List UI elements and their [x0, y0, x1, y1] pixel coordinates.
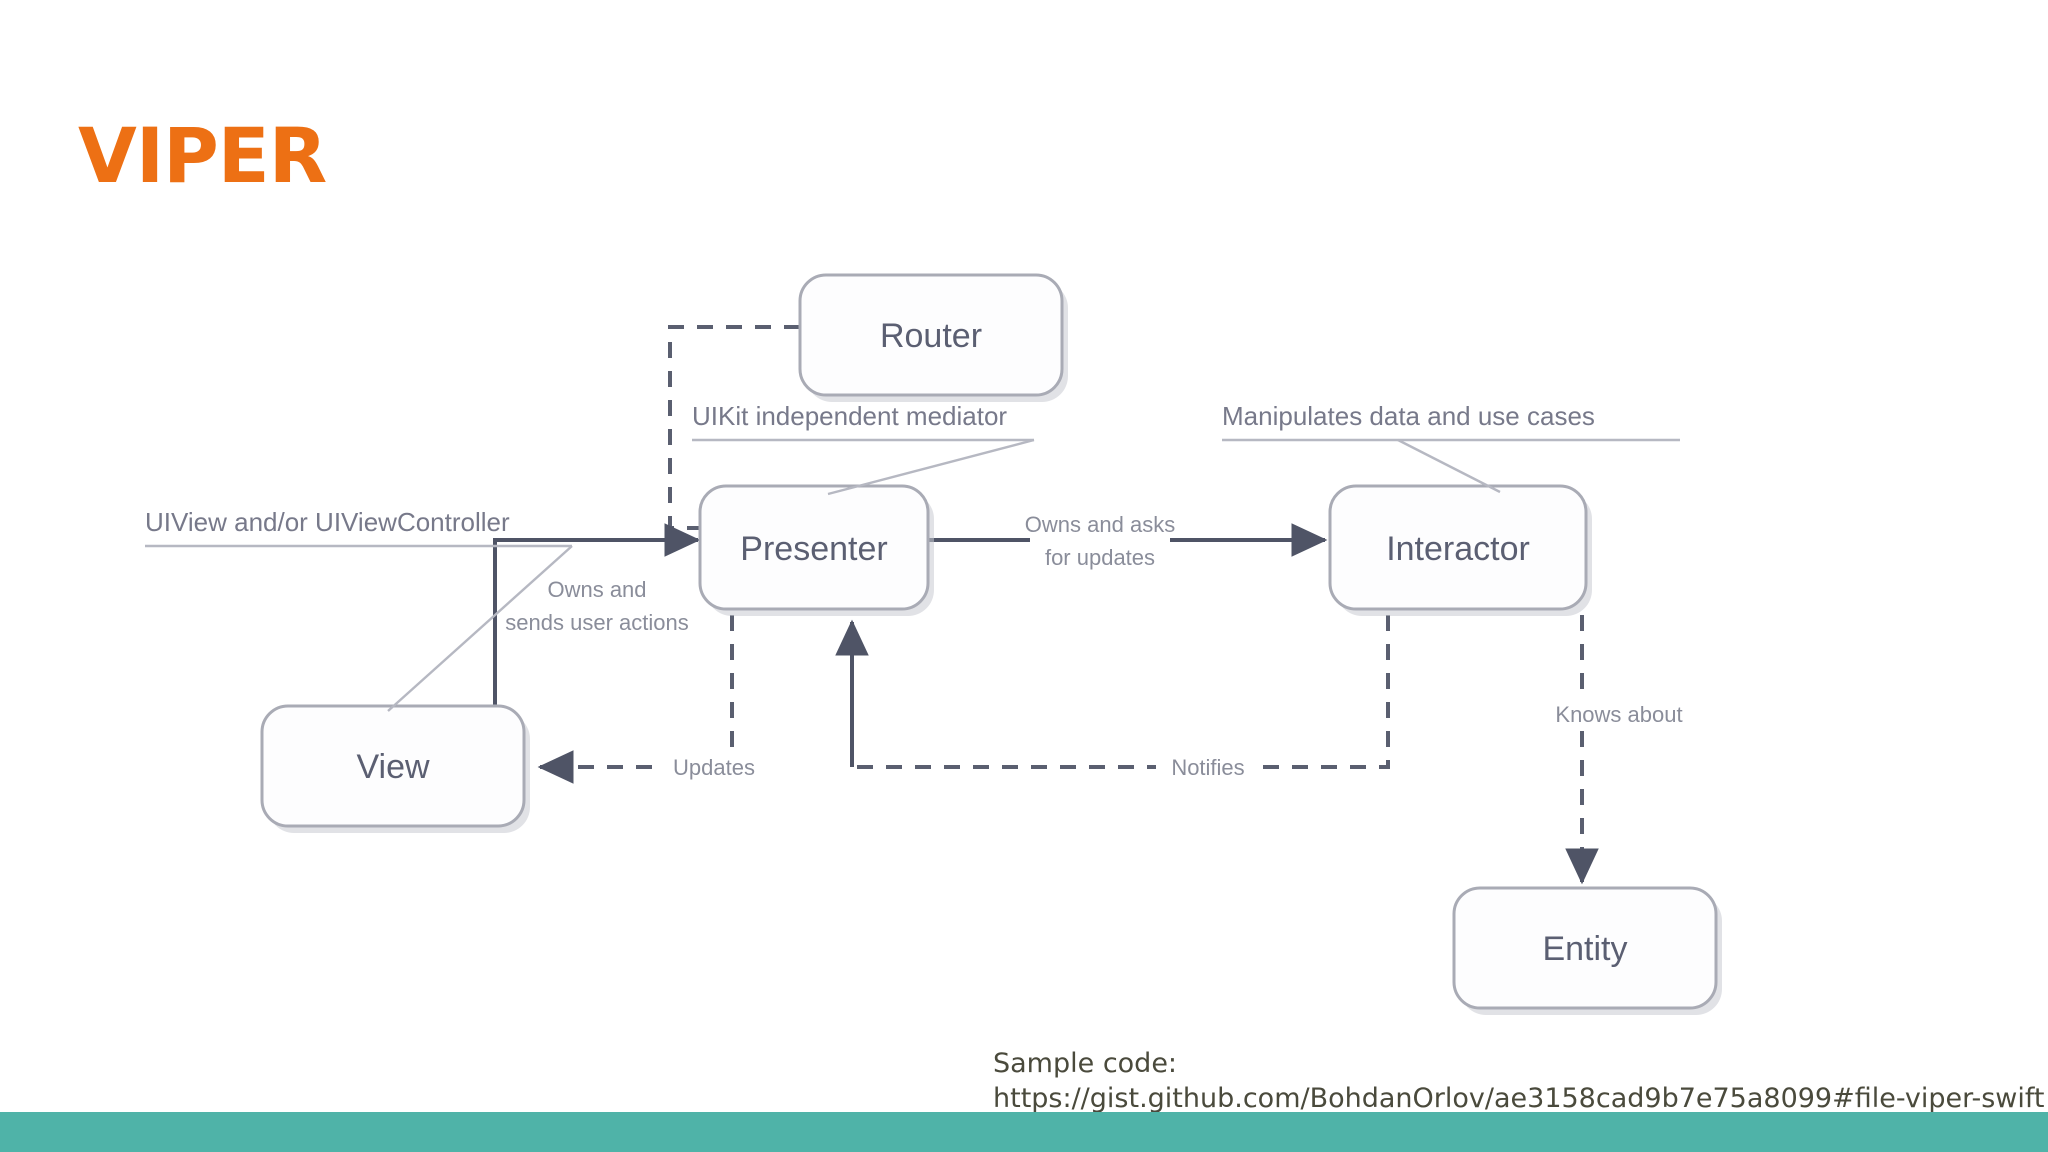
node-router-label: Router — [880, 317, 982, 355]
node-entity-label: Entity — [1542, 930, 1627, 968]
edge-label-updates: Updates — [673, 755, 755, 780]
sample-code-credit: Sample code: https://gist.github.com/Boh… — [993, 1046, 2044, 1116]
annotation-view-note-text: UIView and/or UIViewController — [145, 507, 510, 537]
edge-label-notifies: Notifies — [1171, 755, 1244, 780]
sample-code-url[interactable]: https://gist.github.com/BohdanOrlov/ae31… — [993, 1083, 2045, 1115]
annotation-presenter-note-text: UIKit independent mediator — [692, 401, 1007, 431]
edge-label-owns-and: Owns and — [547, 577, 646, 602]
edge-label-knows-about: Knows about — [1555, 702, 1682, 727]
viper-architecture-diagram: Router Presenter Interactor View — [140, 270, 1940, 1060]
page-title: VIPER — [78, 111, 327, 200]
node-view-label: View — [356, 748, 430, 786]
edge-label-for-updates: for updates — [1045, 545, 1155, 570]
node-presenter-label: Presenter — [740, 530, 887, 568]
edge-label-sends-user-actions: sends user actions — [505, 610, 688, 635]
node-presenter[interactable]: Presenter — [698, 484, 934, 616]
edge-presenter-to-view-updates — [537, 615, 734, 784]
edge-label-owns-and-asks: Owns and asks — [1025, 512, 1175, 537]
annotation-presenter-note: UIKit independent mediator — [692, 401, 1035, 496]
annotation-view-note: UIView and/or UIViewController — [145, 507, 573, 712]
node-interactor-label: Interactor — [1386, 530, 1530, 568]
annotation-interactor-note-text: Manipulates data and use cases — [1222, 401, 1595, 431]
footer-accent-bar — [0, 1112, 2048, 1152]
edge-interactor-to-presenter-notifies — [835, 615, 1390, 769]
sample-code-label: Sample code: — [993, 1048, 1178, 1079]
node-entity[interactable]: Entity — [1452, 886, 1722, 1015]
annotation-interactor-note: Manipulates data and use cases — [1222, 401, 1680, 494]
node-interactor[interactable]: Interactor — [1328, 484, 1592, 616]
node-router[interactable]: Router — [798, 273, 1068, 402]
node-view[interactable]: View — [260, 704, 530, 833]
